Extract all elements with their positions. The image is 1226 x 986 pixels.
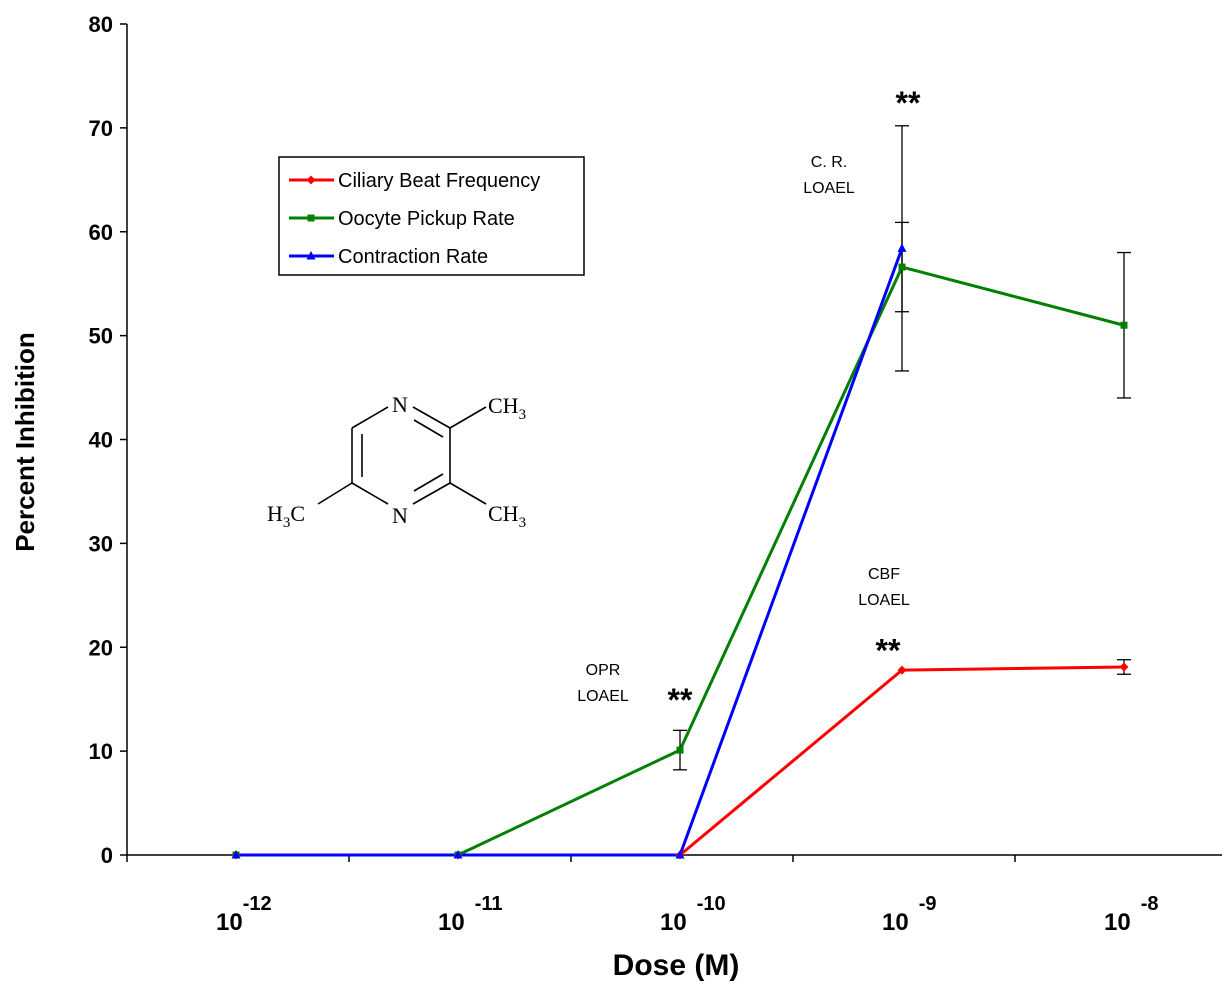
ring-bond [412,406,451,429]
data-point [453,850,463,859]
x-tick-exponent: -12 [243,893,272,915]
data-point [231,850,241,859]
data-point [306,251,316,260]
markers [231,243,1129,860]
data-point [306,175,316,185]
y-tick-label: 20 [89,635,113,660]
structure-labels: N N CH3 CH3 H3C [267,392,526,531]
legend-label: Oocyte Pickup Rate [338,208,515,230]
y-tick-label: 40 [89,428,113,453]
y-tick-label: 10 [89,739,113,764]
legend-label: Contraction Rate [338,246,488,268]
annotations: C. R. LOAEL CBF LOAEL OPR LOAEL ** ** ** [577,85,921,718]
series-line-2 [236,247,904,857]
methyl-bottom-ch: CH [488,501,519,526]
x-tick-base: 10 [882,909,909,936]
x-tick-exponent: -9 [919,893,937,915]
x-tick-exponent: -11 [475,893,503,915]
ring-bond [412,482,451,505]
significance-mark: ** [876,632,901,668]
y-axis-label: Percent Inhibition [10,332,40,552]
y-tick-label: 60 [89,220,113,245]
methyl-bond [449,482,487,505]
x-tick-base: 10 [438,909,465,936]
annotation-cbf: LOAEL [858,592,910,609]
x-tick-exponent: -8 [1141,893,1159,915]
nitrogen-bottom-label: N [392,503,408,528]
y-tick-label: 80 [89,12,113,37]
annotation-cr: C. R. [811,154,847,171]
nitrogen-top-label: N [392,392,408,417]
significance-mark: ** [896,85,921,121]
ring-double-bond [413,419,444,438]
methyl-top-sub: 3 [519,407,527,423]
x-tick-exponent: -10 [697,893,726,915]
y-tick-label: 0 [101,843,113,868]
methyl-bond [449,406,487,429]
x-tick-label: 10-12 [216,893,272,936]
methyl-bottom-sub: 3 [519,515,527,531]
methyl-left-sub: 3 [283,515,291,531]
y-tick-label: 70 [89,116,113,141]
x-tick-base: 10 [660,909,687,936]
methyl-left-c: C [290,501,305,526]
x-tick-label: 10 -10 [660,893,726,936]
data-point [676,746,684,754]
methyl-top-ch: CH [488,393,519,418]
data-point [1119,662,1129,672]
x-tick-label: 10 -8 [1104,893,1159,936]
ring-bond [351,406,389,429]
x-tick-base: 10 [1104,909,1131,936]
data-point [897,665,907,675]
significance-mark: ** [668,682,693,718]
x-axis-label: Dose (M) [613,949,740,982]
x-tick-label: 10 -11 [438,893,503,936]
x-tick-label: 10 -9 [882,893,937,936]
data-point [897,243,907,252]
data-point [1120,321,1128,329]
data-point [675,850,685,859]
methyl-bottom-label: CH3 [488,501,526,531]
data-point [307,214,315,222]
y-tick-label: 50 [89,324,113,349]
methyl-left-label: H3C [267,501,305,531]
chemical-structure [317,406,487,505]
legend-label: Ciliary Beat Frequency [338,170,540,192]
methyl-left-h: H [267,501,283,526]
y-tick-label: 30 [89,531,113,556]
annotation-cbf: CBF [868,566,900,583]
annotation-opr: OPR [586,662,621,679]
methyl-top-label: CH3 [488,393,526,423]
x-tick-base: 10 [216,909,243,936]
annotation-cr: LOAEL [803,180,855,197]
ring-bond [351,482,389,505]
annotation-opr: LOAEL [577,688,629,705]
ring-double-bond [413,473,444,492]
data-point [898,263,906,271]
methyl-bond [317,482,353,505]
